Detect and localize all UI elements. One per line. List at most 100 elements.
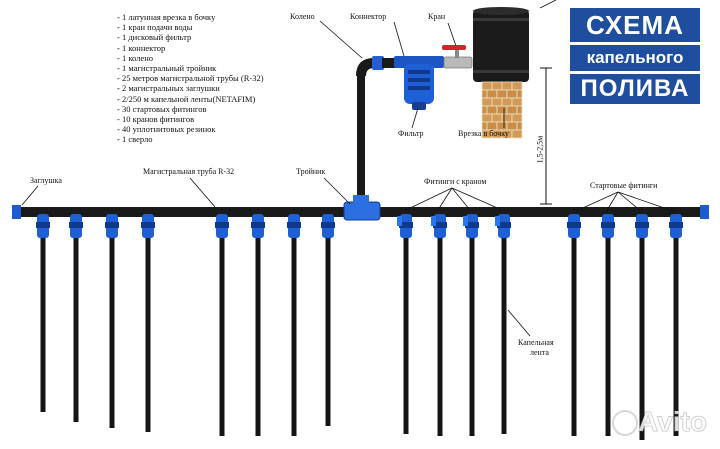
title-line-1: СХЕМА bbox=[570, 8, 700, 42]
parts-list-item: 1 магистральный тройник bbox=[117, 63, 264, 73]
drip-tape-line bbox=[291, 238, 297, 436]
start-fitting bbox=[215, 214, 229, 238]
tee-fitting-top bbox=[353, 195, 369, 205]
drip-tape-line bbox=[673, 238, 679, 436]
label-height: 1,5-2,5м bbox=[535, 135, 545, 164]
valve-fitting bbox=[463, 214, 479, 238]
parts-list-item: 1 коннектор bbox=[117, 43, 264, 53]
watermark: Avito bbox=[638, 406, 708, 438]
ball-valve bbox=[442, 45, 473, 69]
drip-tapes bbox=[40, 238, 679, 440]
label-valve: Кран bbox=[428, 12, 446, 21]
brick bbox=[516, 121, 523, 131]
brick bbox=[501, 113, 513, 123]
start-fitting bbox=[69, 214, 83, 238]
barrel bbox=[473, 7, 529, 82]
parts-list-item: 2/250 м капельной ленты(NETAFIM) bbox=[117, 94, 264, 104]
drip-tape-line bbox=[571, 238, 577, 436]
brick bbox=[501, 97, 513, 107]
label-main-pipe: Магистральная труба R-32 bbox=[143, 167, 235, 176]
brick bbox=[506, 89, 518, 99]
brick bbox=[496, 89, 508, 99]
title-line-3: ПОЛИВА bbox=[570, 74, 700, 104]
connector-fitting bbox=[372, 56, 384, 70]
label-plug: Заглушка bbox=[30, 176, 62, 185]
label-filter: Фильтр bbox=[398, 129, 424, 138]
parts-list-item: 1 кран подачи воды bbox=[117, 22, 264, 32]
parts-list-item: 1 латунная врезка в бочку bbox=[117, 12, 264, 22]
disc-filter bbox=[394, 56, 444, 110]
parts-list-item: 2 магистральных заглушки bbox=[117, 83, 264, 93]
riser-pipe bbox=[357, 70, 365, 210]
drip-tape-line bbox=[40, 238, 46, 412]
brick-stand bbox=[481, 81, 523, 139]
brick bbox=[496, 105, 508, 115]
title-banner: СХЕМА капельного ПОЛИВА bbox=[570, 8, 700, 107]
start-fitting bbox=[321, 214, 335, 238]
start-fitting bbox=[287, 214, 301, 238]
supply-pipe bbox=[382, 58, 398, 68]
label-drip-tape-2: лента bbox=[530, 348, 549, 357]
drip-tape-line bbox=[73, 238, 79, 422]
start-fitting bbox=[251, 214, 265, 238]
brick bbox=[511, 113, 523, 123]
brick bbox=[516, 89, 523, 99]
start-fitting bbox=[141, 214, 155, 238]
brick bbox=[516, 105, 523, 115]
end-plug-left bbox=[12, 205, 21, 219]
valve-fitting bbox=[431, 214, 447, 238]
parts-list-item: 40 уплотнитовых резинок bbox=[117, 124, 264, 134]
parts-list-item: 1 сверло bbox=[117, 134, 264, 144]
brick bbox=[481, 89, 488, 99]
drip-tape-line bbox=[639, 238, 645, 440]
drip-tape-line bbox=[501, 238, 507, 434]
label-drip-tape-1: Капельная bbox=[518, 338, 554, 347]
fittings bbox=[36, 214, 683, 238]
drip-tape-line bbox=[145, 238, 151, 432]
leader-lines bbox=[21, 0, 677, 337]
parts-list-item: 1 колено bbox=[117, 53, 264, 63]
brick bbox=[501, 81, 513, 91]
brick bbox=[481, 97, 493, 107]
brick bbox=[486, 89, 498, 99]
start-fitting bbox=[36, 214, 50, 238]
drip-tape-line bbox=[219, 238, 225, 436]
end-plug-right bbox=[700, 205, 709, 219]
start-fitting bbox=[635, 214, 649, 238]
title-line-2: капельного bbox=[570, 45, 700, 71]
drip-tape-line bbox=[469, 238, 475, 436]
start-fitting bbox=[669, 214, 683, 238]
drip-tape-line bbox=[109, 238, 115, 428]
brick bbox=[511, 129, 523, 139]
drip-tape-line bbox=[403, 238, 409, 434]
start-fitting bbox=[601, 214, 615, 238]
brick bbox=[491, 81, 503, 91]
brick bbox=[511, 81, 523, 91]
brick bbox=[506, 105, 518, 115]
start-fitting bbox=[567, 214, 581, 238]
label-connector: Коннектор bbox=[350, 12, 387, 21]
drip-tape-line bbox=[325, 238, 331, 426]
brick bbox=[481, 81, 493, 91]
parts-list-item: 10 кранов фитингов bbox=[117, 114, 264, 124]
drip-tape-line bbox=[437, 238, 443, 436]
brick bbox=[481, 113, 493, 123]
drip-tape-line bbox=[255, 238, 261, 436]
height-marker bbox=[540, 67, 552, 205]
drip-tape-line bbox=[605, 238, 611, 436]
brick bbox=[491, 113, 503, 123]
label-fittings-valve: Фитинги с краном bbox=[424, 177, 487, 186]
parts-list-item: 1 дисковый фильтр bbox=[117, 32, 264, 42]
brick bbox=[481, 105, 488, 115]
parts-list-item: 30 стартовых фитингов bbox=[117, 104, 264, 114]
valve-fitting bbox=[397, 214, 413, 238]
label-barrel-fitting: Врезка в бочку bbox=[458, 129, 509, 138]
parts-list-item: 25 метров магистральной трубы (R-32) bbox=[117, 73, 264, 83]
label-tee: Тройник bbox=[296, 167, 326, 176]
label-start-fittings: Стартовые фитинги bbox=[590, 181, 658, 190]
brick bbox=[486, 105, 498, 115]
avito-logo-icon bbox=[612, 410, 638, 436]
label-elbow: Колено bbox=[290, 12, 315, 21]
